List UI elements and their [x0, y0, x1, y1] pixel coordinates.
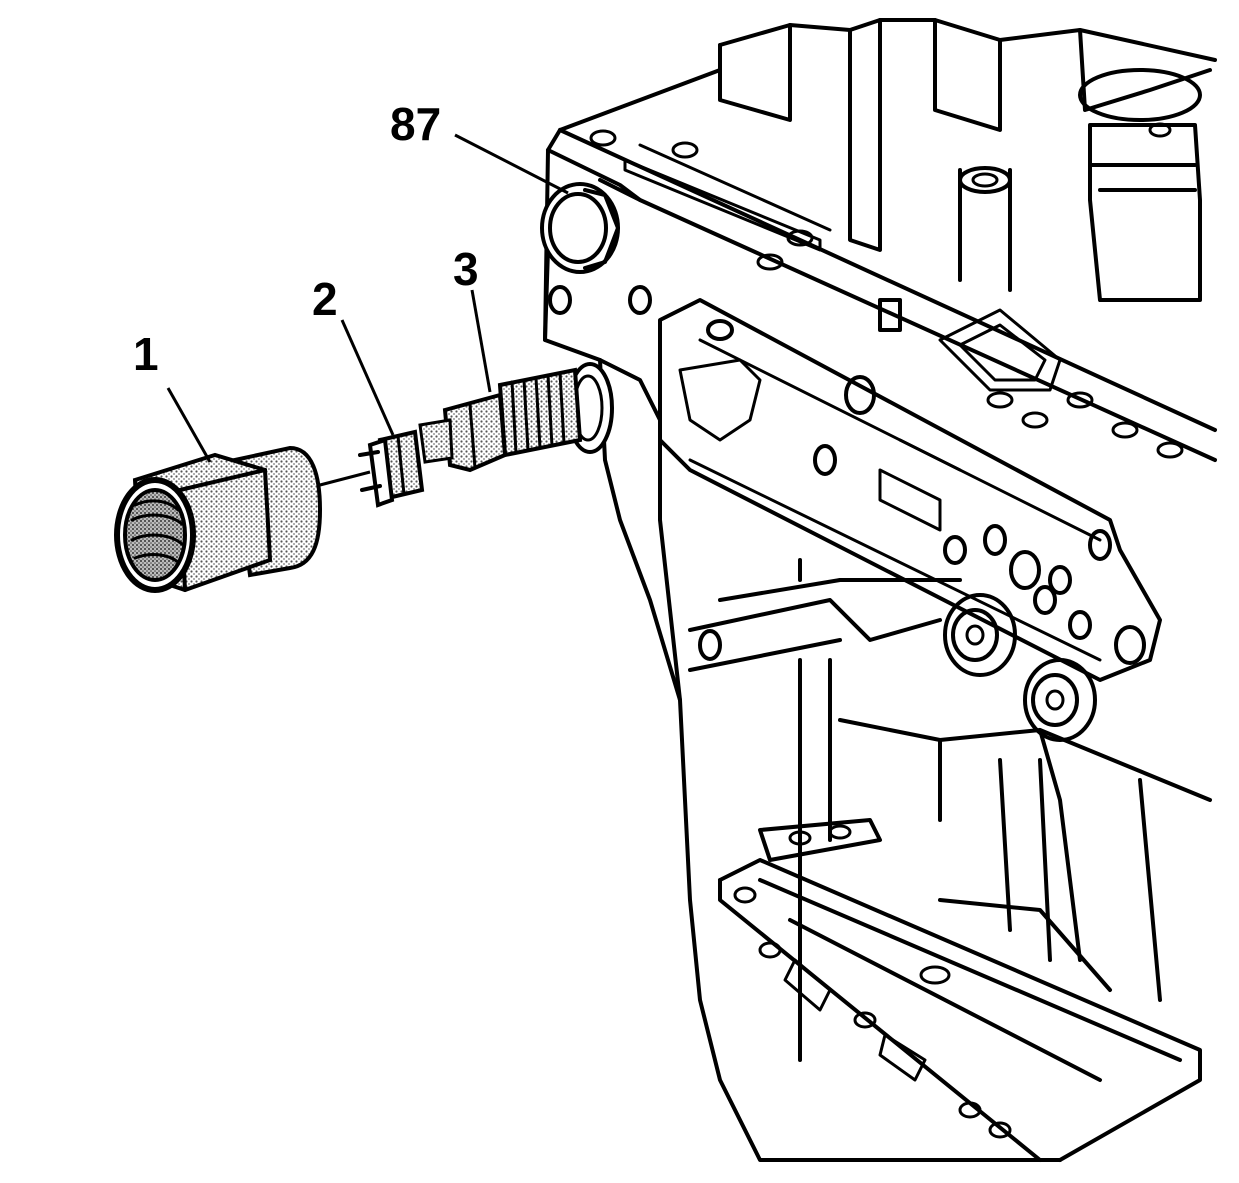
part-3-fitting — [418, 362, 614, 473]
leader-1 — [166, 387, 212, 463]
leader-2 — [340, 319, 395, 436]
part-1-socket — [114, 445, 323, 593]
servo-plug-a — [943, 593, 1017, 677]
alignment-line — [319, 470, 371, 487]
callout-1: 1 — [133, 328, 159, 380]
servo-plug-b — [1023, 658, 1097, 742]
leader-87 — [454, 133, 569, 195]
cup-plug-87 — [540, 182, 620, 274]
callout-3: 3 — [453, 243, 479, 295]
callout-2: 2 — [312, 273, 338, 325]
leader-3 — [470, 289, 492, 393]
part-2-adapter — [358, 429, 425, 508]
transmission-case — [543, 18, 1217, 1162]
callout-87: 87 — [390, 98, 441, 150]
